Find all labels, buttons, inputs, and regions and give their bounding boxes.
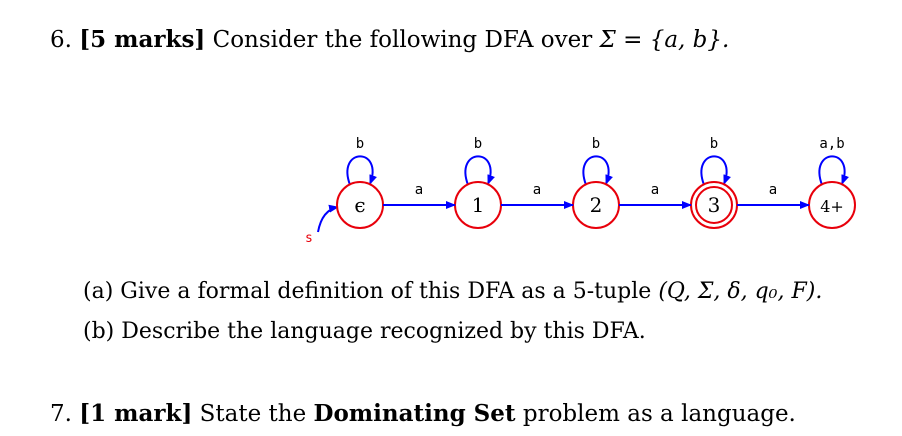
part-a-text: Give a formal definition of this DFA as … xyxy=(120,279,652,304)
start-arrow xyxy=(317,204,339,233)
self-loop-0 xyxy=(346,155,377,186)
question-text: Consider the following DFA over xyxy=(212,27,593,53)
state-accept-ring-3 xyxy=(695,186,733,224)
self-loop-3 xyxy=(700,155,731,186)
self-loop-label-1: b xyxy=(474,136,482,152)
dominating-set-term: Dominating Set xyxy=(313,400,516,427)
five-tuple: (Q, Σ, δ, q₀, F). xyxy=(658,279,823,304)
question-number: 6. xyxy=(50,27,72,53)
start-label: s xyxy=(305,231,313,246)
self-loop-label-3: b xyxy=(710,136,718,152)
part-a-label: (a) xyxy=(83,279,114,304)
self-loop-1 xyxy=(464,155,495,186)
part-b: (b) Describe the language recognized by … xyxy=(83,319,646,344)
state-label-0: ϵ xyxy=(354,193,365,217)
state-label-1: 1 xyxy=(472,193,485,217)
self-loop-label-4: a,b xyxy=(819,136,844,152)
state-label-3: 3 xyxy=(708,193,721,217)
question-text: State the xyxy=(199,401,307,427)
alphabet-definition: Σ = {a, b}. xyxy=(599,27,730,53)
part-b-label: (b) xyxy=(83,319,115,344)
marks: [1 mark] xyxy=(79,400,193,427)
part-a: (a) Give a formal definition of this DFA… xyxy=(83,279,822,304)
state-label-4: 4+ xyxy=(820,197,844,216)
state-label-2: 2 xyxy=(590,193,603,217)
question-text-end: problem as a language. xyxy=(522,401,796,427)
self-loop-4 xyxy=(818,155,849,186)
question-6-heading: 6. [5 marks] Consider the following DFA … xyxy=(50,26,729,53)
question-number: 7. xyxy=(50,401,72,427)
transition-label-0: a xyxy=(415,182,423,198)
question-7-heading: 7. [1 mark] State the Dominating Set pro… xyxy=(50,400,796,427)
self-loop-2 xyxy=(582,155,613,186)
transition-label-2: a xyxy=(651,182,659,198)
transition-label-1: a xyxy=(533,182,541,198)
marks: [5 marks] xyxy=(79,26,206,53)
transition-label-3: a xyxy=(769,182,777,198)
self-loop-label-2: b xyxy=(592,136,600,152)
self-loop-label-0: b xyxy=(356,136,364,152)
part-b-text: Describe the language recognized by this… xyxy=(121,319,646,344)
